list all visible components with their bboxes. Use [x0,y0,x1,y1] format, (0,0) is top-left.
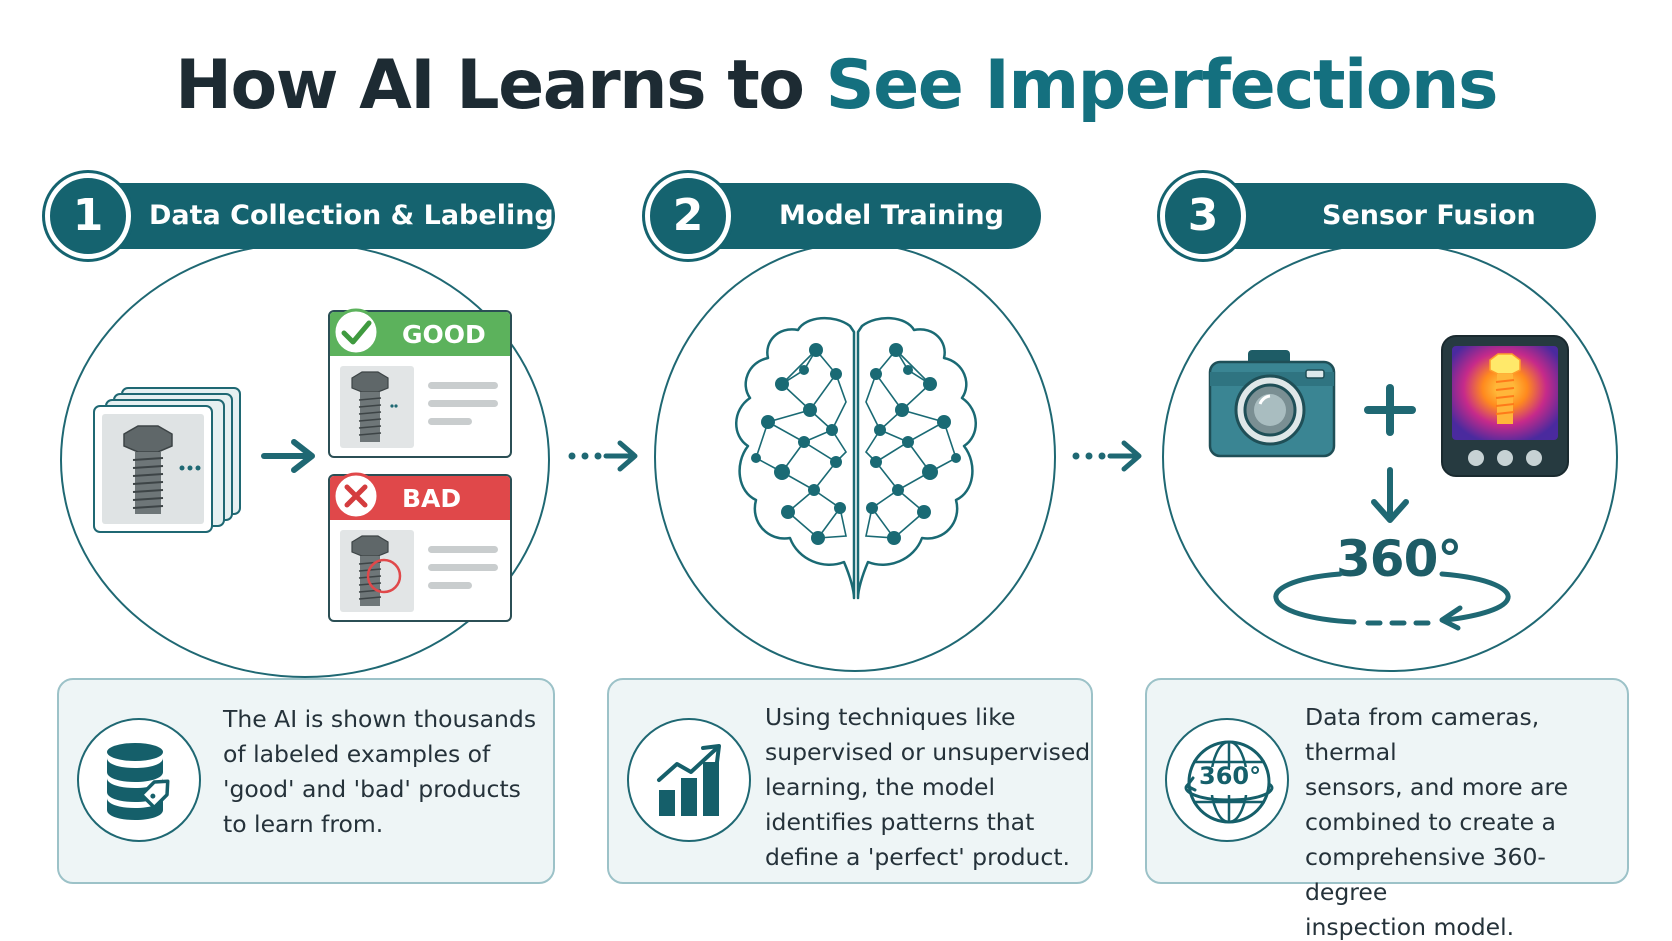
defect-bolt-icon [351,535,402,606]
title-part-2: See Imperfections [825,46,1499,125]
step-1-badge: 1 [45,173,131,259]
image-stack-icon [93,387,241,533]
step-1-description-box: The AI is shown thousands of labeled exa… [57,678,555,884]
360-view-label: 360° [1336,530,1462,588]
step-3-label: Sensor Fusion [1222,183,1596,249]
step-2-icon-circle [627,718,751,842]
arrow-step-1-to-2-icon [568,440,638,472]
step-2-header: 2 Model Training [645,173,1045,261]
bad-label: BAD [402,484,462,513]
camera-icon [1208,350,1336,458]
globe-360-icon [1184,740,1274,824]
arrow-right-icon [261,439,315,473]
good-bolt-icon [351,371,398,442]
step-2-label: Model Training [707,183,1041,249]
plus-icon [1364,384,1416,436]
step-1-label: Data Collection & Labeling [107,183,555,249]
step-3-icon-circle: 360° [1165,718,1289,842]
growth-chart-icon [657,744,721,816]
checkmark-icon [332,308,380,356]
step-3-header: 3 Sensor Fusion [1160,173,1600,261]
rotation-arrows-icon [1273,571,1511,631]
bolt-icon [123,425,173,514]
page-title: How AI Learns to See Imperfections [0,46,1672,125]
step-2-description: Using techniques like supervised or unsu… [765,703,1091,871]
step-3-badge: 3 [1160,173,1246,259]
good-label: GOOD [402,320,486,349]
database-tag-icon [107,743,170,820]
title-part-1: How AI Learns to [175,46,826,125]
step-1-description: The AI is shown thousands of labeled exa… [223,705,537,838]
x-icon [332,472,380,520]
step-2-badge: 2 [645,173,731,259]
brain-network-icon [735,316,977,600]
globe-360-label: 360° [1199,762,1262,790]
step-1-header: 1 Data Collection & Labeling [45,173,555,261]
step-3-description: Data from cameras, thermal sensors, and … [1305,703,1569,941]
thermal-sensor-icon [1441,335,1569,477]
step-1-icon-circle [77,718,201,842]
step-2-description-box: Using techniques like supervised or unsu… [607,678,1093,884]
arrow-down-icon [1371,467,1409,523]
arrow-step-2-to-3-icon [1072,440,1142,472]
step-3-description-box: 360° Data from cameras, thermal sensors,… [1145,678,1629,941]
